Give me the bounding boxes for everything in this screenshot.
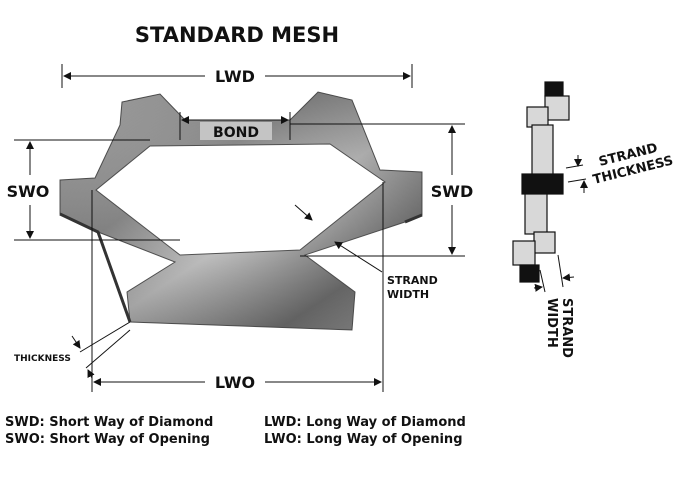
- lwd-dimension: LWD: [61, 64, 413, 88]
- strand-cross-section: [512, 81, 570, 283]
- legend-lwo: LWO: Long Way of Opening: [264, 432, 463, 447]
- legend-left: SWD: Short Way of Diamond SWO: Short Way…: [5, 414, 213, 448]
- side-strand-width-label-1: STRAND: [559, 298, 574, 358]
- strand-width-label-1: STRAND: [387, 274, 438, 287]
- bond-label: BOND: [213, 125, 259, 141]
- strand-width-callout: STRAND WIDTH: [294, 204, 438, 301]
- strand-thickness-dimension: STRAND THICKNESS: [565, 141, 675, 193]
- strand-width-label-2: WIDTH: [387, 288, 429, 301]
- lwd-label: LWD: [215, 67, 255, 86]
- swd-label: SWD: [431, 182, 473, 201]
- lwo-dimension: LWO: [91, 182, 384, 392]
- legend-right: LWD: Long Way of Diamond LWO: Long Way o…: [264, 414, 466, 448]
- side-strand-width-label-2: WIDTH: [544, 298, 559, 348]
- strand-width-side-dimension: STRAND WIDTH: [533, 254, 575, 358]
- thickness-label: THICKNESS: [14, 354, 71, 364]
- legend-swo: SWO: Short Way of Opening: [5, 432, 210, 447]
- swd-dimension: SWD: [290, 123, 473, 257]
- lwo-label: LWO: [215, 373, 255, 392]
- thickness-callout: THICKNESS: [14, 321, 131, 379]
- legend-lwd: LWD: Long Way of Diamond: [264, 415, 466, 430]
- bond-dimension: BOND: [179, 112, 291, 141]
- diagram-title: STANDARD MESH: [135, 23, 339, 47]
- swo-label: SWO: [7, 182, 50, 201]
- legend-swd: SWD: Short Way of Diamond: [5, 415, 214, 430]
- swo-dimension: SWO: [7, 139, 180, 241]
